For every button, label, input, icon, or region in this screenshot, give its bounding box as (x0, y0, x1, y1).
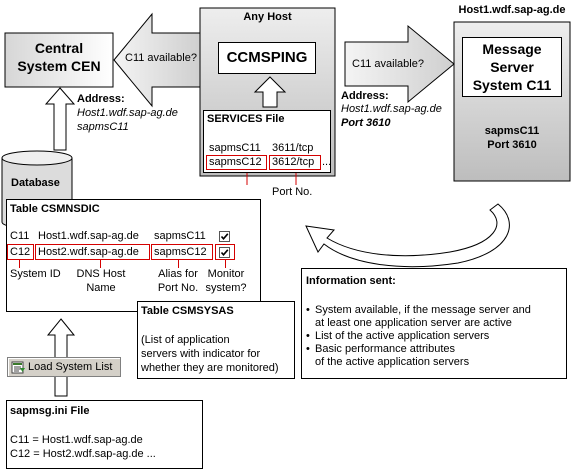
arrow-up-database (44, 87, 76, 151)
legend-monitor-line1: Monitor (207, 268, 245, 280)
csmnsdic-row2-monitor-highlight (215, 244, 235, 260)
arrow-left-label: C11 available? (125, 52, 197, 64)
legend-alias-line1: Alias for (158, 268, 198, 280)
leader-alias (178, 260, 179, 268)
services-row2-service: sapmsC12 (209, 156, 262, 168)
info-item-3-line2: of the active application servers (315, 356, 470, 368)
csmnsdic-row1-host: Host1.wdf.sap-ag.de (38, 230, 139, 242)
csmsysas-desc-line2: servers with indicator for (141, 348, 261, 360)
csmsysas-desc-line3: whether they are monitored) (141, 362, 279, 374)
address-host1-label: Address: (341, 90, 389, 102)
legend-system-id: System ID (10, 268, 61, 280)
csmnsdic-row1-alias: sapmsC11 (154, 230, 206, 242)
message-server-line1: Message (482, 41, 542, 57)
csmnsdic-row1-monitor-checkbox[interactable] (219, 231, 230, 242)
central-title-line2: System CEN (17, 58, 101, 74)
csmnsdic-row2-host-highlight (35, 244, 150, 260)
info-item-1-line2: at least one application server are acti… (315, 317, 512, 329)
database-top (1, 150, 73, 166)
services-title: SERVICES File (207, 113, 285, 125)
sapmsg-line1: C11 = Host1.wdf.sap-ag.de (10, 434, 143, 446)
curved-return-arrow (305, 203, 510, 268)
central-system-block (4, 32, 114, 88)
info-item-1-line1: System available, if the message server … (315, 304, 531, 316)
address-host1-port: Port 3610 (341, 117, 391, 129)
csmsysas-title: Table CSMSYSAS (141, 305, 234, 317)
leader-monitor (225, 260, 226, 268)
ccmsping-box (218, 42, 316, 74)
info-title: Information sent: (306, 275, 396, 287)
address-cen-host: Host1.wdf.sap-ag.de (77, 107, 178, 119)
message-server-line2: Server (490, 59, 534, 75)
load-list-icon (11, 361, 25, 374)
info-item-2: List of the active application servers (306, 330, 564, 343)
host1-port: Port 3610 (487, 139, 537, 151)
legend-dns-line2: Name (86, 282, 116, 294)
host1-service: sapmsC11 (484, 125, 540, 137)
csmnsdic-row2-sid: C12 (10, 246, 31, 258)
address-cen-label: Address: (77, 93, 125, 105)
services-ellipsis: ... (322, 156, 332, 168)
port-no-label: Port No. (272, 186, 313, 198)
sapmsg-title: sapmsg.ini File (10, 405, 90, 417)
arrow-right-label: C11 available? (352, 58, 424, 70)
csmnsdic-row2-host: Host2.wdf.sap-ag.de (38, 246, 139, 258)
csmnsdic-row2-alias-highlight (151, 244, 213, 260)
info-list: System available, if the message server … (306, 304, 564, 369)
services-row1-port: 3611/tcp (272, 142, 314, 154)
arrow-right-shape (344, 24, 455, 104)
message-server-line3: System C11 (472, 77, 552, 93)
leader-sid (19, 260, 20, 268)
services-file-box (203, 110, 331, 173)
any-host-title: Any Host (243, 11, 292, 23)
info-item-3-line1: Basic performance attributes (315, 343, 456, 355)
legend-alias-line2: Port No. (157, 282, 199, 294)
load-system-list-label: Load System List (28, 361, 113, 373)
sapmsg-line2: C12 = Host2.wdf.sap-ag.de ... (10, 448, 156, 460)
table-csmsysas (137, 301, 295, 379)
csmnsdic-row1-sid: C11 (10, 230, 30, 242)
csmnsdic-row2-monitor-checkbox[interactable] (219, 247, 230, 258)
address-host1-host: Host1.wdf.sap-ag.de (341, 103, 442, 115)
services-row2-port: 3612/tcp (272, 156, 315, 168)
info-item-2-line1: List of the active application servers (315, 330, 490, 342)
services-row2-service-highlight (206, 155, 267, 170)
ccmsping-label: CCMSPING (226, 49, 308, 66)
csmnsdic-row2-alias: sapmsC12 (154, 246, 207, 258)
csmnsdic-title: Table CSMNSDIC (10, 203, 100, 215)
checkmark-icon (220, 249, 229, 257)
legend-monitor-line2: system? (205, 282, 247, 294)
csmnsdic-row2-sid-highlight (7, 244, 34, 260)
message-server-box (462, 37, 562, 97)
leader-dns (100, 260, 101, 268)
sapmsg-ini-box (6, 400, 203, 469)
arrow-up-services (253, 76, 287, 108)
database-label: Database (11, 177, 60, 189)
csmsysas-desc-line1: (List of application (141, 334, 230, 346)
services-row2-port-highlight (269, 155, 321, 170)
central-title-line1: Central (34, 40, 84, 56)
load-system-list-button[interactable]: Load System List (7, 357, 121, 377)
arrow-left-shape (113, 12, 201, 108)
info-item-1: System available, if the message server … (306, 304, 564, 330)
table-csmnsdic (6, 199, 261, 312)
services-row1-service: sapmsC11 (209, 142, 261, 154)
checkmark-icon (220, 233, 229, 241)
host1-title: Host1.wdf.sap-ag.de (458, 4, 566, 16)
legend-dns-line1: DNS Host (76, 268, 126, 280)
address-cen-service: sapmsC11 (77, 121, 129, 133)
